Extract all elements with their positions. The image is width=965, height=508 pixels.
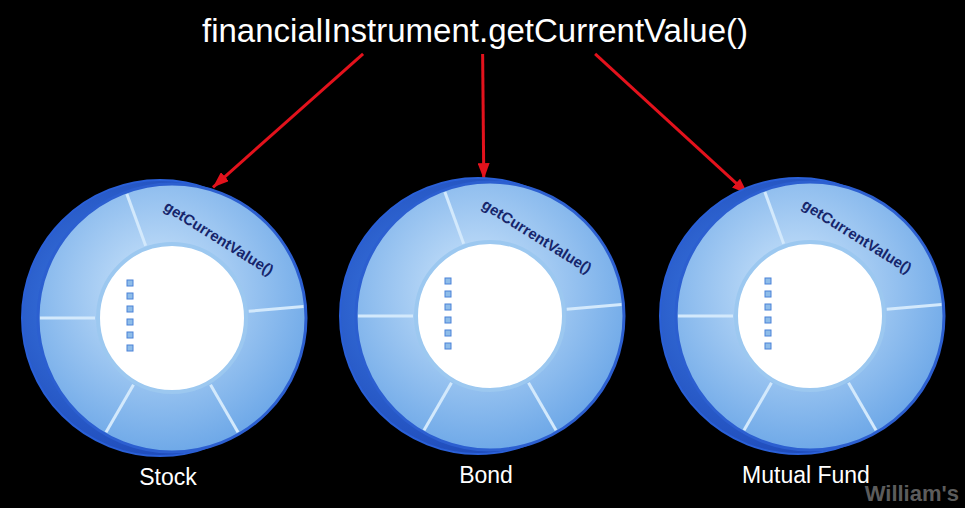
- object-donut: [338, 171, 628, 471]
- donut-ring: [676, 182, 944, 450]
- data-dot: [445, 278, 451, 284]
- call-arrow: [595, 54, 748, 194]
- data-dot: [765, 304, 771, 310]
- segment-divider: [849, 383, 877, 431]
- segment-divider: [358, 315, 413, 318]
- call-arrow: [483, 54, 484, 179]
- watermark: William's: [865, 482, 959, 506]
- method-call: financialInstrument.getCurrentValue(): [202, 12, 748, 50]
- donut-core: [98, 244, 246, 392]
- segment-divider: [211, 385, 239, 433]
- segment-divider: [249, 306, 304, 311]
- object-name: Mutual Fund: [742, 462, 870, 488]
- donut-core: [416, 242, 564, 390]
- segment-divider: [40, 317, 95, 320]
- data-dot: [445, 304, 451, 310]
- data-dot: [127, 345, 133, 351]
- object-circle: getCurrentValue()Stock: [20, 173, 310, 463]
- segment-divider: [424, 383, 452, 431]
- segment-divider: [567, 304, 622, 309]
- data-dot: [445, 291, 451, 297]
- data-dot: [765, 291, 771, 297]
- donut-ring: [38, 184, 306, 452]
- data-dot: [127, 319, 133, 325]
- data-dot: [127, 280, 133, 286]
- segment-divider: [887, 304, 942, 309]
- call-arrow: [213, 54, 363, 187]
- data-dot: [445, 317, 451, 323]
- segment-divider: [445, 192, 464, 244]
- donut-ring: [356, 182, 624, 450]
- data-dot: [127, 332, 133, 338]
- segment-divider: [765, 192, 784, 244]
- object-name: Stock: [139, 464, 197, 490]
- data-dot: [765, 343, 771, 349]
- method-call-text: financialInstrument.getCurrentValue(): [202, 12, 748, 50]
- object-circle: getCurrentValue()Mutual Fund: [658, 171, 948, 461]
- data-dot: [765, 330, 771, 336]
- object-circle: getCurrentValue()Bond: [338, 171, 628, 461]
- donut-core: [736, 242, 884, 390]
- object-name: Bond: [459, 462, 513, 488]
- segment-divider: [106, 385, 134, 433]
- data-dot: [445, 330, 451, 336]
- data-dot: [127, 306, 133, 312]
- data-dot: [765, 317, 771, 323]
- segment-divider: [529, 383, 557, 431]
- segment-divider: [127, 194, 146, 246]
- data-dot: [765, 278, 771, 284]
- segment-divider: [678, 315, 733, 318]
- data-dot: [127, 293, 133, 299]
- segment-divider: [744, 383, 772, 431]
- object-donut: [658, 171, 948, 471]
- data-dot: [445, 343, 451, 349]
- object-donut: [20, 173, 310, 473]
